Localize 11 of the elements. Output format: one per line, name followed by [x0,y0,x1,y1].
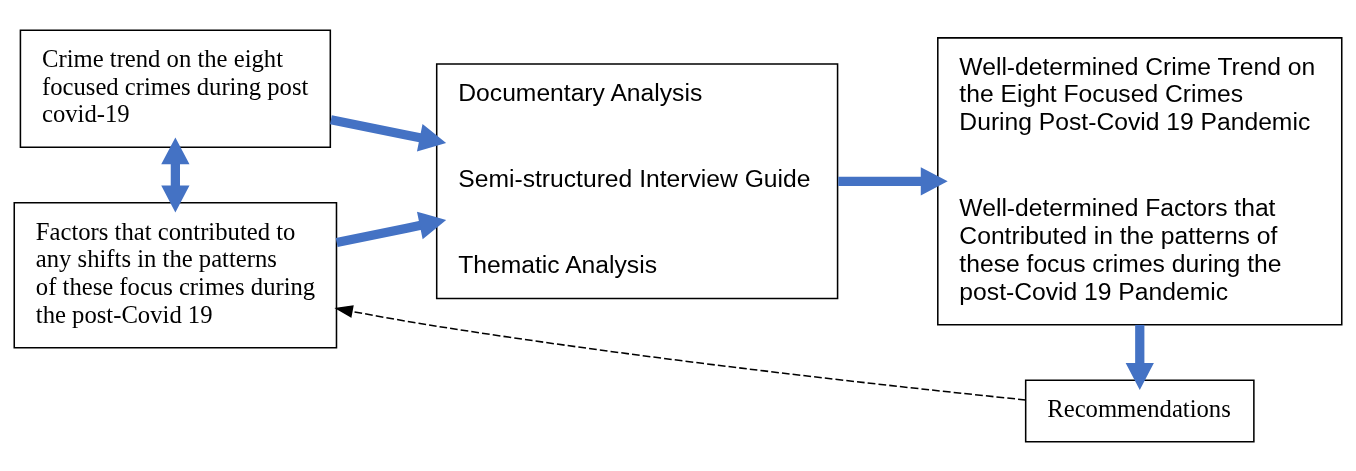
node-box: Well-determined Crime Trend on the Eight Focused Crimes During Post-Covid 19 Pandemic Well-determined Factors that Contributed in the patterns of these focus crimes during the post-Covid 19 Pandemic [937,36,1343,325]
arrow [330,114,447,152]
arrow [838,166,948,195]
node-box: Crime trend on the eight focused crimes during post covid-19 [19,28,332,148]
arrow [161,136,190,212]
arrow [1125,324,1154,390]
arrow [334,304,1027,401]
arrow [335,211,447,247]
node-box: Documentary Analysis Semi-structured Interview Guide Thematic Analysis [435,62,839,299]
node-box: Recommendations [1024,378,1255,443]
node-box: Factors that contributed to any shifts in the patterns of these focus crimes during the post-Covid 19 [13,201,338,349]
